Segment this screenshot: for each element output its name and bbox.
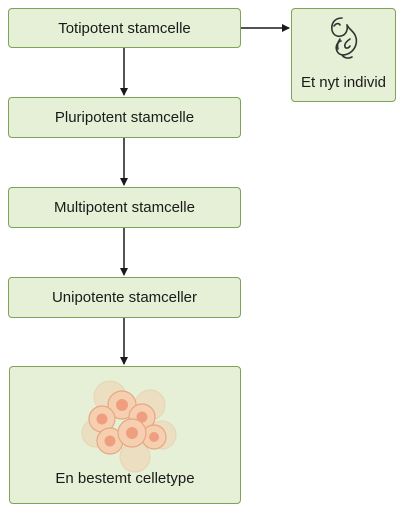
node-celltype: En bestemt celletype — [9, 366, 241, 504]
node-multipotent: Multipotent stamcelle — [8, 187, 241, 228]
node-unipotent: Unipotente stamceller — [8, 277, 241, 318]
cell-cluster-icon — [81, 380, 177, 473]
node-multipotent-label: Multipotent stamcelle — [54, 199, 195, 216]
node-individual-label: Et nyt individ — [300, 74, 387, 91]
node-pluripotent: Pluripotent stamcelle — [8, 97, 241, 138]
fetus-icon — [331, 17, 358, 59]
node-totipotent: Totipotent stamcelle — [8, 8, 241, 48]
node-individual: Et nyt individ — [291, 8, 396, 102]
node-celltype-label: En bestemt celletype — [55, 470, 195, 487]
node-pluripotent-label: Pluripotent stamcelle — [54, 109, 195, 126]
node-unipotent-label: Unipotente stamceller — [51, 289, 198, 306]
node-totipotent-label: Totipotent stamcelle — [58, 19, 191, 37]
